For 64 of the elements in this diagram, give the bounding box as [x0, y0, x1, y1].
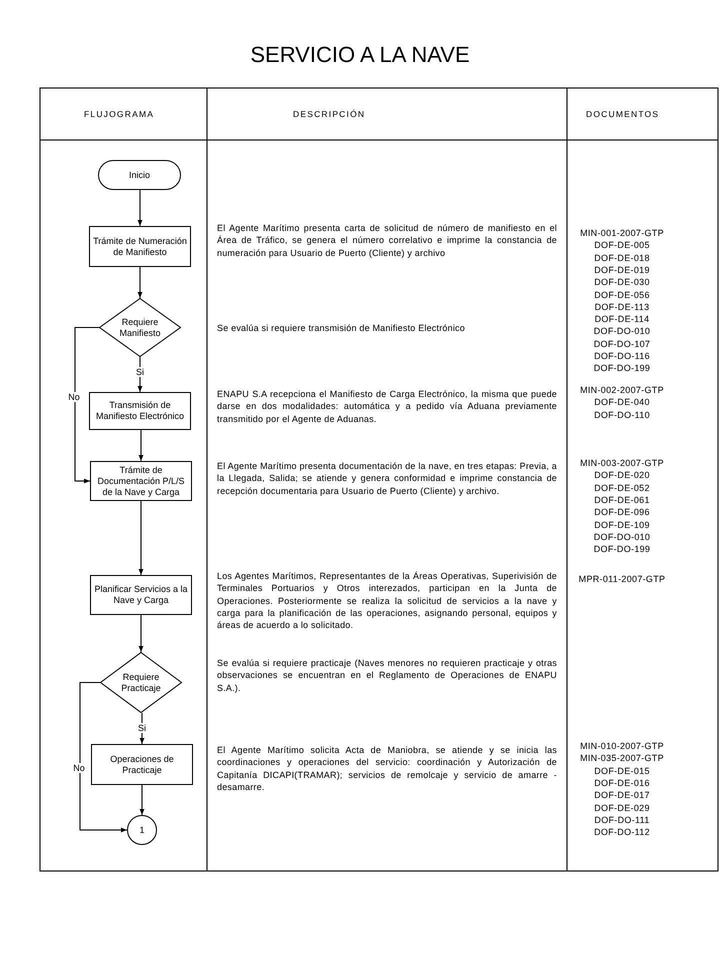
document-code: DOF-DE-029: [593, 802, 651, 814]
document-code: DOF-DE-018: [593, 252, 651, 264]
document-code: DOF-DE-020: [593, 469, 651, 482]
document-code: DOF-DO-111: [593, 814, 651, 826]
document-code: DOF-DO-107: [592, 338, 652, 350]
document-code: MIN-035-2007-GTP: [579, 752, 665, 764]
description-text: Se evalúa si requiere transmisión de Manifiesto Electrónico: [217, 322, 466, 334]
document-code: DOF-DE-113: [594, 300, 650, 313]
column-header: DESCRIPCIÓN: [293, 109, 366, 119]
document-code: MIN-003-2007-GTP: [579, 457, 665, 469]
document-code: DOF-DO-110: [593, 408, 651, 421]
document-code: DOF-DO-116: [593, 350, 651, 362]
document-code: DOF-DE-017: [593, 789, 651, 802]
document-code: DOF-DE-019: [593, 264, 651, 276]
document-code: MIN-001-2007-GTP: [579, 227, 665, 239]
edge-label: Si: [135, 367, 145, 377]
process-box: Planificar Servicios a la Nave y Carga: [90, 575, 192, 615]
column-header: FLUJOGRAMA: [84, 109, 154, 119]
document-code: DOF-DE-052: [593, 482, 651, 494]
decision-diamond: Requiere Manifiesto: [99, 298, 181, 357]
edge-label: No: [72, 763, 86, 774]
document-code: DOF-DE-005: [593, 239, 651, 252]
arrow: [138, 500, 144, 576]
process-box: Transmisión de Manifiesto Electrónico: [89, 392, 191, 430]
description-text: Los Agentes Marítimos, Representantes de la Áreas Operativas, Superivisión de Terminales Portuarios y Otros interezados, participan en la Junta de Operaciones. Posteriormente se realiza la solicitud de servicios a la nave y carga para la planificación de las operaciones, asignando personal, equipos y áreas de acuerdo a lo solicitado.: [217, 570, 557, 632]
connector-circle: 1: [127, 815, 157, 845]
document-code: DOF-DE-030: [593, 276, 651, 288]
document-code: DOF-DE-056: [593, 288, 651, 300]
arrow: [138, 190, 142, 226]
process-box: Trámite de Documentación P/L/S de la Nave y Carga: [90, 461, 192, 501]
document-code: DOF-DE-061: [593, 494, 651, 506]
document-code: DOF-DO-010: [592, 530, 652, 543]
document-code: DOF-DO-010: [592, 325, 652, 338]
description-text: El Agente Marítimo solicita Acta de Maniobra, se atiende y se inicia las coordinaciones y operaciones del servicio: coordinación y Autorización de Capitanía DICAPI(TRAMAR); servicios de remolcaje y servicio de amarre - desamarre.: [217, 744, 557, 794]
arrow: [138, 430, 144, 462]
arrow: [140, 784, 144, 816]
arrow: [138, 266, 142, 298]
document-code: MIN-002-2007-GTP: [579, 384, 665, 396]
arrow: [74, 327, 100, 484]
document-code: MPR-011-2007-GTP: [578, 573, 666, 585]
document-code: DOF-DE-015: [593, 764, 651, 777]
edge-label: No: [67, 392, 81, 402]
document-code: DOF-DE-096: [593, 506, 651, 518]
document-code: DOF-DE-040: [593, 396, 651, 408]
document-code: DOF-DE-114: [594, 313, 650, 326]
title: SERVICIO A LA NAVE: [249, 42, 471, 68]
document-code: DOF-DO-112: [593, 826, 651, 838]
arrow: [138, 614, 144, 652]
decision-diamond: Requiere Practicaje: [100, 652, 182, 713]
description-text: Se evalúa si requiere practicaje (Naves menores no requieren practicaje y otras observaciones se encuentran en el Reglamento de Operaciones de ENAPU S.A.).: [217, 657, 557, 694]
document-code: DOF-DO-199: [592, 543, 652, 556]
description-text: ENAPU S.A recepciona el Manifiesto de Carga Electrónico, la misma que puede darse en dos modalidades: automática y a pedido vía Aduana previamente transmitido por el Agente de Aduanas.: [217, 388, 557, 425]
description-text: El Agente Marítimo presenta carta de solicitud de número de manifiesto en el Área de Tráfico, se genera el número correlativo e imprime la constancia de numeración para Usuario de Puerto (Cliente) y archivo: [217, 222, 557, 259]
process-box: Operaciones de Practicaje: [91, 744, 193, 785]
document-code: DOF-DE-109: [593, 518, 651, 530]
column-header: DOCUMENTOS: [586, 109, 660, 119]
edge-label: Si: [137, 723, 147, 733]
arrow: [80, 682, 128, 832]
description-text: El Agente Marítimo presenta documentación de la nave, en tres etapas: Previa, a la Llegada, Salida; se atiende y genera conformidad e imprime constancia de recepción documentaria para Usuario de Puerto (Cliente) y archivo.: [217, 460, 557, 497]
document-code: DOF-DE-016: [593, 776, 651, 789]
document-code: DOF-DO-199: [592, 362, 652, 374]
terminal-box: Inicio: [98, 160, 181, 190]
process-box: Trámite de Numeración de Manifiesto: [89, 226, 191, 267]
document-code: MIN-010-2007-GTP: [579, 740, 665, 752]
